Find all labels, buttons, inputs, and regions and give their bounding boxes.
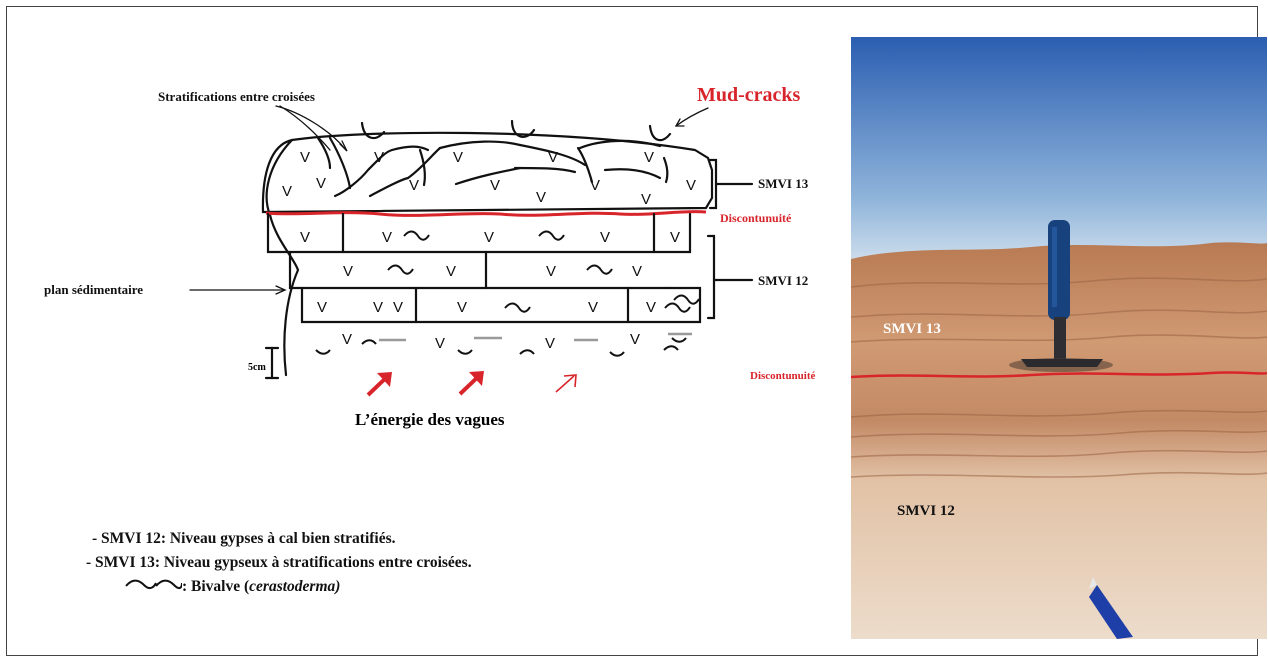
discontinuity-line: [266, 212, 706, 216]
field-photo: SMVI 13 SMVI 12: [851, 37, 1267, 639]
gypsum-v-symbol: V: [548, 149, 558, 166]
left-profile: [267, 140, 298, 375]
gypsum-v-symbol: V: [484, 229, 494, 246]
bivalve-species: cerastoderma): [249, 578, 340, 595]
brackets: [266, 160, 752, 378]
legend-smvi12: - SMVI 12: Niveau gypses à cal bien stra…: [92, 527, 472, 551]
photo-smvi13-label: SMVI 13: [883, 321, 941, 337]
smvi13-label: SMVI 13: [758, 176, 809, 191]
crescent-mark: [362, 340, 376, 344]
bivalve-symbol: [505, 304, 530, 312]
bivalve-symbol: [665, 304, 690, 312]
gypsum-v-symbol: V: [670, 229, 680, 246]
stratigraphic-diagram: VVVVVVVVVVVVVVVVVVVVVVVVVVVVVVVV Stratif…: [0, 0, 850, 480]
legend-bivalve: : Bivalve (cerastoderma): [122, 575, 472, 599]
bivalve-symbols: [316, 232, 699, 356]
crescent-mark: [664, 346, 678, 350]
gypsum-v-symbol: V: [536, 189, 546, 206]
gypsum-v-symbol: V: [446, 263, 456, 280]
photo-smvi12-label: SMVI 12: [897, 503, 955, 519]
crescent-mark: [672, 338, 686, 342]
gypsum-v-symbol: V: [490, 177, 500, 194]
gypsum-v-symbol: V: [373, 299, 383, 316]
hammer-shaft: [1054, 317, 1066, 362]
gray-lamina: [379, 334, 692, 340]
scale-label: 5cm: [248, 362, 266, 373]
cross-bedding-label: Stratifications entre croisées: [158, 89, 315, 104]
bivalve-symbol: [587, 266, 612, 274]
bivalve-symbol: [539, 232, 564, 240]
gypsum-v-symbol: V: [630, 331, 640, 348]
gypsum-v-symbol: V: [409, 177, 419, 194]
hammer-handle: [1048, 220, 1070, 320]
gypsum-v-symbol: V: [342, 331, 352, 348]
smvi12-label: SMVI 12: [758, 273, 808, 288]
gypsum-v-symbol: V: [644, 149, 654, 166]
bivalve-symbol: [404, 232, 429, 240]
crescent-mark: [316, 350, 330, 354]
photo-discontinuity-label: Discontunuité: [750, 370, 815, 382]
gypsum-v-symbol: V: [300, 149, 310, 166]
bivalve-legend-text: : Bivalve (: [182, 578, 249, 595]
gypsum-v-symbol: V: [316, 175, 326, 192]
bivalve-symbol: [674, 296, 699, 304]
gypsum-v-symbol: V: [632, 263, 642, 280]
gypsum-v-symbol: V: [317, 299, 327, 316]
gypsum-v-symbol: V: [646, 299, 656, 316]
bivalve-legend-icon: [122, 577, 182, 593]
plan-sedimentaire-label: plan sédimentaire: [44, 282, 143, 297]
gypsum-v-symbol: V: [545, 335, 555, 352]
legend: - SMVI 12: Niveau gypses à cal bien stra…: [92, 527, 472, 599]
gypsum-v-symbol: V: [588, 299, 598, 316]
mud-cracks-label: Mud-cracks: [697, 84, 801, 106]
gypsum-v-symbol: V: [343, 263, 353, 280]
discontinuity-label: Discontunuité: [720, 211, 792, 225]
gypsum-v-symbol: V: [686, 177, 696, 194]
gypsum-v-symbol: V: [435, 335, 445, 352]
crescent-mark: [520, 350, 534, 354]
wave-energy-label: L’énergie des vagues: [355, 410, 505, 429]
gypsum-v-symbol: V: [453, 149, 463, 166]
gypsum-v-symbol: V: [393, 299, 403, 316]
gypsum-v-symbol: V: [374, 149, 384, 166]
gypsum-v-symbol: V: [590, 177, 600, 194]
crescent-mark: [458, 350, 472, 354]
gypsum-v-symbol: V: [457, 299, 467, 316]
gypsum-v-symbol: V: [600, 229, 610, 246]
gypsum-v-symbol: V: [641, 191, 651, 208]
bivalve-symbol: [388, 266, 413, 274]
legend-smvi13: - SMVI 13: Niveau gypseux à stratificati…: [86, 551, 472, 575]
gypsum-v-symbol: V: [282, 183, 292, 200]
mud-cracks-cups: [362, 121, 670, 140]
crescent-mark: [610, 352, 624, 356]
gypsum-v-symbol: V: [300, 229, 310, 246]
gypsum-v-symbol: V: [382, 229, 392, 246]
gypsum-v-symbol: V: [546, 263, 556, 280]
wave-arrows: [368, 371, 576, 395]
